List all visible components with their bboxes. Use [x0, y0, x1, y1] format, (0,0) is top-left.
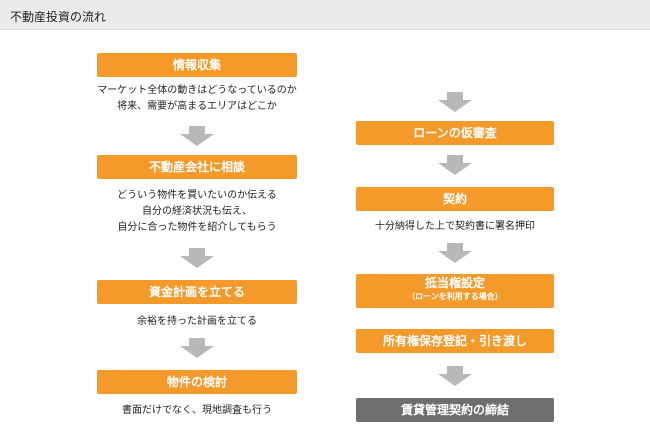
- step-consult-agency: 不動産会社に相談: [97, 155, 297, 179]
- desc-line: 将来、需要が高まるエリアはどこか: [117, 101, 277, 112]
- step-contract: 契約: [356, 187, 554, 211]
- down-arrow-icon: [438, 92, 472, 112]
- step-mortgage-setup-label: 抵当権設定: [424, 276, 485, 290]
- step-registration-handover: 所有権保存登記・引き渡し: [356, 329, 554, 353]
- down-arrow-icon: [438, 155, 472, 175]
- desc-line: 自分の経済状況も伝え、: [142, 206, 252, 217]
- step-mortgage-setup: 抵当権設定 （ローンを利用する場合）: [356, 274, 554, 308]
- step-property-review-desc: 書面だけでなく、現地調査も行う: [60, 403, 334, 419]
- down-arrow-icon: [438, 243, 472, 263]
- down-arrow-icon: [180, 126, 214, 146]
- step-mortgage-setup-note: （ローンを利用する場合）: [407, 292, 503, 301]
- down-arrow-icon: [438, 366, 472, 386]
- desc-line: マーケット全体の動きはどうなっているのか: [97, 85, 297, 96]
- step-information-gathering-desc: マーケット全体の動きはどうなっているのか 将来、需要が高まるエリアはどこか: [60, 83, 334, 115]
- step-funding-plan-desc: 余裕を持った計画を立てる: [60, 314, 334, 330]
- page-header: 不動産投資の流れ: [0, 0, 650, 30]
- step-rental-management-contract: 賃貸管理契約の締結: [356, 398, 554, 422]
- step-funding-plan: 資金計画を立てる: [97, 280, 297, 304]
- desc-line: どういう物件を買いたいのか伝える: [117, 190, 277, 201]
- desc-line: 余裕を持った計画を立てる: [137, 316, 257, 327]
- down-arrow-icon: [180, 338, 214, 358]
- step-loan-pre-screening: ローンの仮審査: [356, 121, 554, 145]
- desc-line: 自分に合った物件を紹介してもらう: [117, 222, 277, 233]
- step-information-gathering: 情報収集: [97, 53, 297, 77]
- step-property-review: 物件の検討: [97, 370, 297, 394]
- down-arrow-icon: [180, 248, 214, 268]
- step-consult-agency-desc: どういう物件を買いたいのか伝える 自分の経済状況も伝え、 自分に合った物件を紹介…: [60, 188, 334, 236]
- desc-line: 書面だけでなく、現地調査も行う: [122, 405, 272, 416]
- step-contract-desc: 十分納得した上で契約書に署名押印: [375, 221, 535, 232]
- page-title: 不動産投資の流れ: [10, 10, 107, 24]
